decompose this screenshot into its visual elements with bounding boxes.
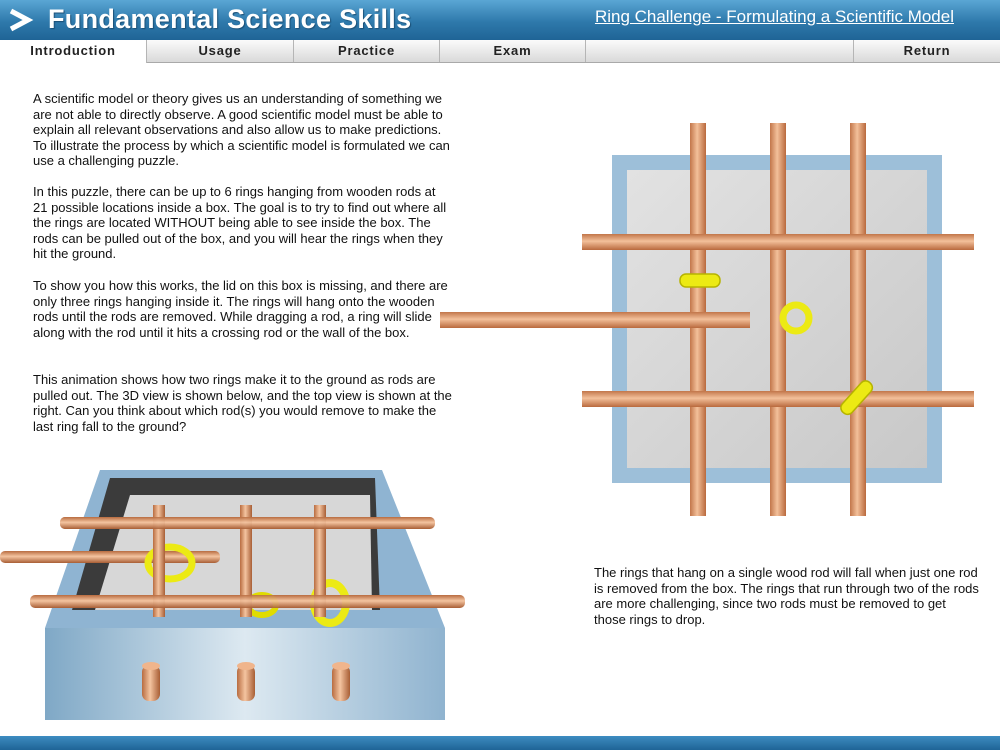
rod-vertical-2[interactable] [770, 123, 786, 516]
rod-vertical-3[interactable] [850, 123, 866, 516]
rod-right[interactable] [314, 505, 326, 617]
three-d-view-diagram [0, 470, 465, 720]
intro-paragraph-3: To show you how this works, the lid on t… [33, 278, 448, 340]
rod-front-overlay [80, 595, 415, 608]
rod-back-overlay [60, 517, 400, 529]
tab-practice[interactable]: Practice [294, 40, 440, 62]
ring-1 [679, 273, 721, 288]
ring-1 [144, 543, 196, 583]
app-title: Fundamental Science Skills [48, 4, 412, 34]
lesson-title-link[interactable]: Ring Challenge - Formulating a Scientifi… [594, 7, 954, 26]
rod-horizontal-1[interactable] [582, 234, 974, 250]
header-bar: Fundamental Science Skills Ring Challeng… [0, 0, 1000, 40]
footer-bar [0, 736, 1000, 750]
rod-end-center[interactable] [237, 665, 255, 701]
tab-introduction[interactable]: Introduction [0, 40, 147, 63]
tab-usage[interactable]: Usage [147, 40, 294, 62]
rod-end-cap-right [332, 662, 350, 670]
ring-2 [779, 301, 813, 335]
ring-3 [840, 380, 874, 416]
rod-horizontal-2-pulled[interactable] [440, 312, 750, 328]
chevron-right-icon[interactable] [6, 7, 36, 33]
rod-end-right[interactable] [332, 665, 350, 701]
intro-paragraph-2: In this puzzle, there can be up to 6 rin… [33, 184, 447, 262]
rod-end-cap-center [237, 662, 255, 670]
tab-return[interactable]: Return [903, 43, 951, 58]
rod-horizontal-3[interactable] [582, 391, 974, 407]
tab-spacer [586, 40, 854, 62]
rod-end-left[interactable] [142, 665, 160, 701]
rod-end-cap-left [142, 662, 160, 670]
tab-bar: Introduction Usage Practice Exam Return [0, 40, 1000, 63]
rod-center[interactable] [240, 505, 252, 617]
intro-paragraph-1: A scientific model or theory gives us an… [33, 91, 450, 169]
top-view-diagram [440, 123, 974, 516]
tab-exam[interactable]: Exam [440, 40, 586, 62]
explanation-text: The rings that hang on a single wood rod… [594, 565, 979, 627]
intro-paragraph-4: This animation shows how two rings make … [33, 372, 452, 434]
rod-left[interactable] [153, 505, 165, 617]
